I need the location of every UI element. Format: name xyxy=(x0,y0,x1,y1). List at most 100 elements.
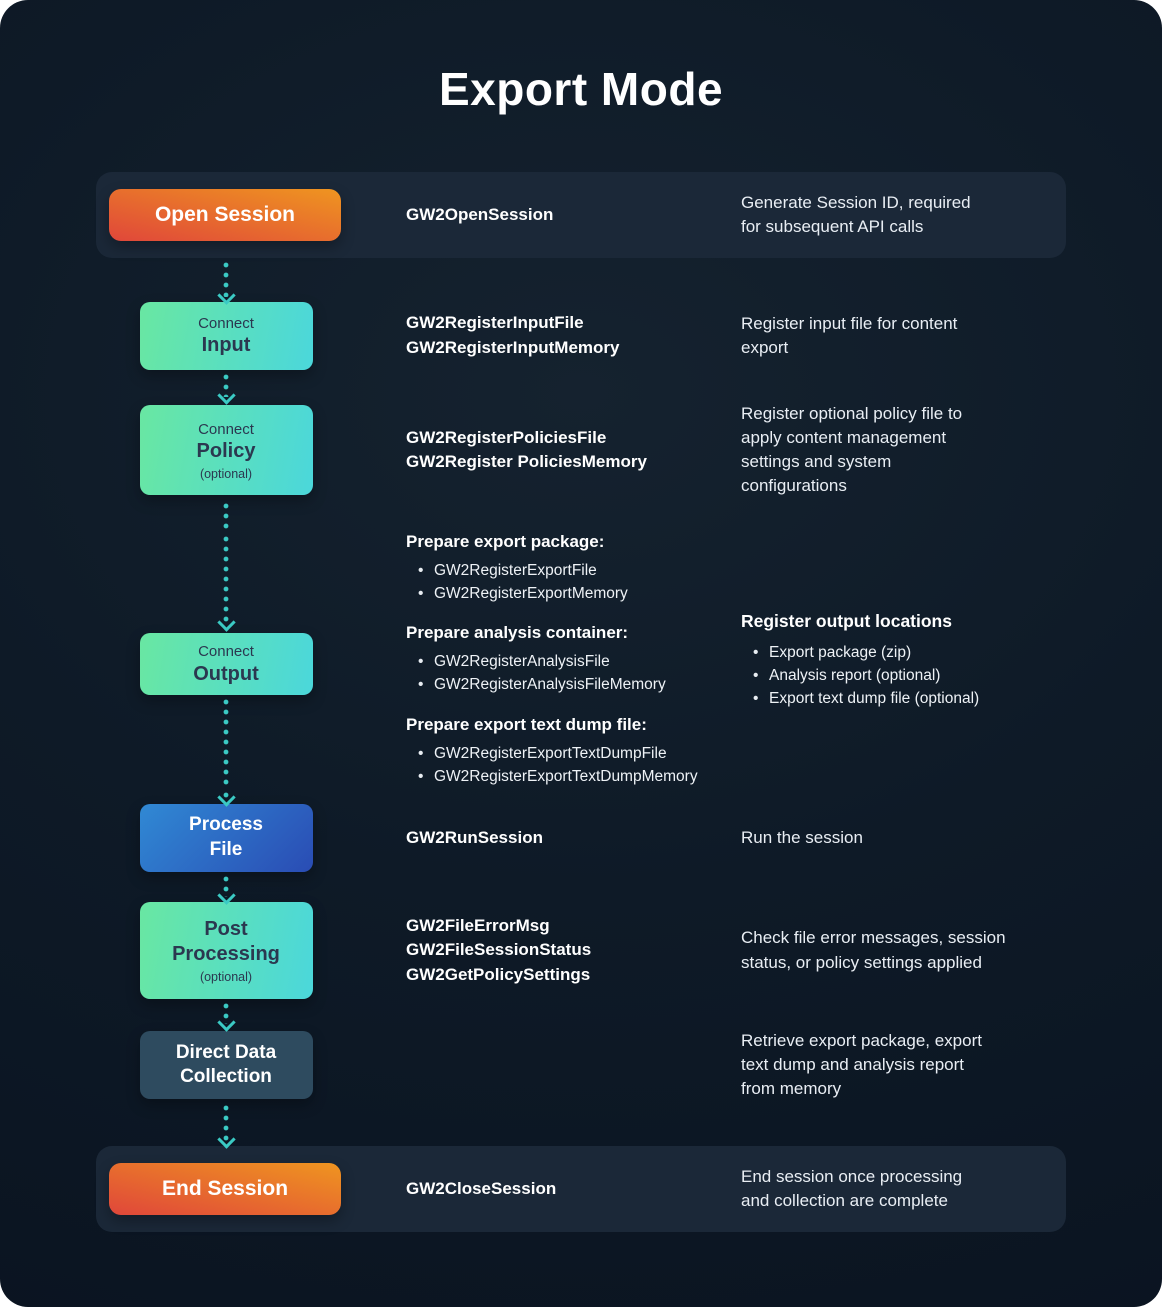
direct-data-collection-description: Retrieve export package, export text dum… xyxy=(741,1031,982,1099)
post-processing-box: Post Processing (optional) xyxy=(139,902,313,999)
box-label-top: Connect xyxy=(198,420,254,438)
end-session-stage: End Session xyxy=(109,1163,356,1216)
process-file-api: GW2RunSession xyxy=(356,826,691,851)
flow-container: Open Session GW2OpenSession Generate Ses… xyxy=(96,172,1066,1233)
arrow-dotted-line xyxy=(223,788,229,799)
box-label-line2: File xyxy=(209,839,243,860)
api-group-text-dump: Prepare export text dump file: GW2Regist… xyxy=(406,714,698,789)
row-connect-output: Connect Output Prepare export package: G… xyxy=(96,531,1066,789)
row-connect-policy: Connect Policy (optional) GW2RegisterPol… xyxy=(96,402,1066,499)
arrow-dotted-line xyxy=(223,531,229,625)
row-open-session: Open Session GW2OpenSession Generate Ses… xyxy=(96,172,1066,258)
arrow-down-connector xyxy=(96,498,356,532)
arrow-chevron-icon xyxy=(216,613,236,632)
api-group-analysis-container: Prepare analysis container: GW2RegisterA… xyxy=(406,623,691,697)
arrow-dotted-line xyxy=(223,258,229,297)
connect-policy-stage: Connect Policy (optional) xyxy=(96,405,356,496)
arrow-dotted-line xyxy=(223,695,229,788)
arrow-dotted-line xyxy=(223,872,229,897)
connect-output-box: Connect Output xyxy=(139,633,313,696)
api-call: GW2RegisterExportFile xyxy=(418,559,691,583)
connect-input-box: Connect Input xyxy=(139,302,313,370)
arrow-dotted-line xyxy=(223,1101,229,1142)
row-connect-input: Connect Input GW2RegisterInputFile GW2Re… xyxy=(96,302,1066,370)
process-file-stage: Process File xyxy=(96,804,356,872)
connect-input-description: Register input file for content export xyxy=(741,313,958,357)
open-session-api: GW2OpenSession xyxy=(356,203,691,228)
box-label-top: Connect xyxy=(198,314,254,332)
arrow-down-icon xyxy=(96,872,356,905)
api-bullet-list: GW2RegisterAnalysisFile GW2RegisterAnaly… xyxy=(406,650,691,697)
group-heading: Prepare export text dump file: xyxy=(406,714,647,734)
api-bullet-list: GW2RegisterExportFile GW2RegisterExportM… xyxy=(406,559,691,606)
connect-output-stage: Connect Output xyxy=(96,531,356,788)
arrow-down-icon xyxy=(96,788,356,807)
group-heading: Prepare analysis container: xyxy=(406,623,629,642)
post-processing-description: Check file error messages, session statu… xyxy=(741,928,1006,972)
process-file-box: Process File xyxy=(139,804,313,872)
arrow-down-icon xyxy=(96,370,356,405)
box-label-main: Input xyxy=(201,334,251,357)
output-location-item: Export package (zip) xyxy=(753,641,1066,665)
group-heading: Prepare export package: xyxy=(406,531,605,551)
api-call: GW2CloseSession xyxy=(406,1179,557,1199)
api-call: GW2Register PoliciesMemory xyxy=(406,452,647,472)
box-label-note: (optional) xyxy=(199,970,253,984)
open-session-stage: Open Session xyxy=(109,189,356,241)
api-call: GW2RegisterInputMemory xyxy=(406,338,620,357)
row-post-processing: Post Processing (optional) GW2FileErrorM… xyxy=(96,902,1066,999)
end-session-button: End Session xyxy=(109,1163,341,1216)
box-label-top: Connect xyxy=(198,643,254,660)
post-processing-api: GW2FileErrorMsg GW2FileSessionStatus GW2… xyxy=(356,914,691,988)
box-label-line2: Processing xyxy=(172,943,280,965)
connect-output-description: Register output locations Export package… xyxy=(691,609,1066,711)
post-processing-stage: Post Processing (optional) xyxy=(96,902,356,999)
end-session-api: GW2CloseSession xyxy=(356,1177,691,1202)
api-call: GW2RegisterInputFile xyxy=(406,313,584,333)
open-session-button: Open Session xyxy=(109,189,341,241)
box-label-main: Policy xyxy=(196,440,256,462)
api-call: GW2RegisterAnalysisFileMemory xyxy=(418,673,691,697)
end-session-description: End session once processing and collecti… xyxy=(741,1167,963,1211)
page-title: Export Mode xyxy=(438,63,724,115)
direct-data-collection-stage: Direct Data Collection xyxy=(96,1031,356,1100)
arrow-dotted-line xyxy=(223,498,229,532)
connect-input-api: GW2RegisterInputFile GW2RegisterInputMem… xyxy=(356,311,691,360)
api-call: GW2FileSessionStatus xyxy=(406,940,592,960)
open-session-description: Generate Session ID, required for subseq… xyxy=(741,192,971,236)
output-locations-heading: Register output locations xyxy=(741,610,952,631)
row-process-file: Process File GW2RunSession Run the sessi… xyxy=(96,804,1066,872)
connect-input-stage: Connect Input xyxy=(96,302,356,370)
box-label-note: (optional) xyxy=(199,467,253,481)
box-label-line1: Post xyxy=(204,918,248,940)
arrow-down-icon xyxy=(96,258,356,305)
box-label-line1: Direct Data xyxy=(175,1041,277,1063)
arrow-dotted-line xyxy=(223,999,229,1024)
arrow-down-icon xyxy=(96,1101,356,1150)
arrow-down-icon xyxy=(96,999,356,1032)
api-call: GW2GetPolicySettings xyxy=(406,964,591,984)
output-location-item: Export text dump file (optional) xyxy=(753,687,1066,711)
api-call: GW2RegisterAnalysisFile xyxy=(418,650,691,674)
direct-data-collection-box: Direct Data Collection xyxy=(139,1031,313,1100)
api-call: GW2RegisterExportTextDumpFile xyxy=(418,742,691,766)
row-direct-data-collection: Direct Data Collection Retrieve export p… xyxy=(96,1029,1066,1101)
output-location-item: Analysis report (optional) xyxy=(753,664,1066,688)
api-call: GW2FileErrorMsg xyxy=(406,915,550,935)
api-call: GW2RegisterPoliciesFile xyxy=(406,427,607,447)
api-group-export-package: Prepare export package: GW2RegisterExpor… xyxy=(406,532,691,606)
output-locations-list: Export package (zip) Analysis report (op… xyxy=(741,641,1066,711)
row-end-session: End Session GW2CloseSession End session … xyxy=(96,1146,1066,1233)
api-bullet-list: GW2RegisterExportTextDumpFile GW2Registe… xyxy=(406,742,698,789)
box-label-line2: Collection xyxy=(180,1066,272,1088)
arrow-dotted-line xyxy=(223,370,229,397)
connect-policy-api: GW2RegisterPoliciesFile GW2Register Poli… xyxy=(356,426,691,475)
connect-policy-description: Register optional policy file to apply c… xyxy=(741,404,963,496)
process-file-description: Run the session xyxy=(741,827,863,847)
box-label-line1: Process xyxy=(189,814,263,836)
api-call: GW2RegisterExportTextDumpMemory xyxy=(418,765,698,789)
connect-output-api: Prepare export package: GW2RegisterExpor… xyxy=(356,532,698,789)
api-call: GW2RegisterExportMemory xyxy=(418,582,691,606)
box-label-main: Output xyxy=(193,662,259,685)
